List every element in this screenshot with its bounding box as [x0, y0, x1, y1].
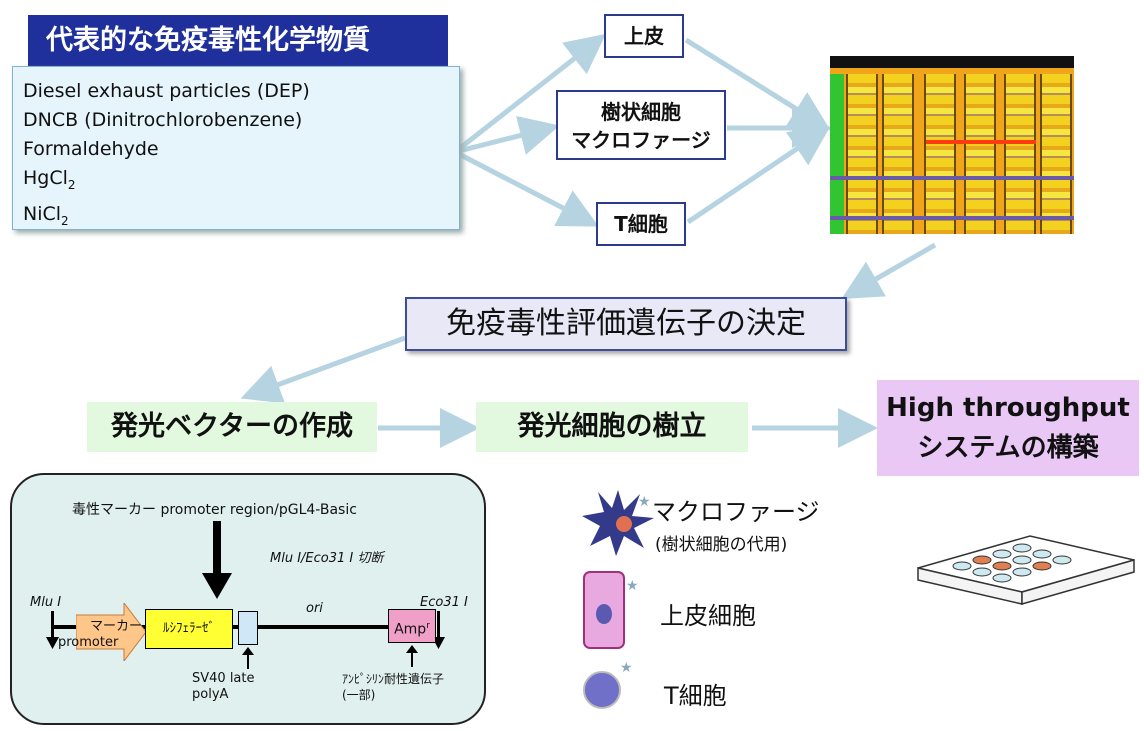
well-plate-icon [917, 535, 1135, 605]
amp-block: Ampr [388, 609, 436, 643]
chem-to-cells-arrows [240, 33, 937, 448]
legend-macrophage: マクロファージ [652, 498, 820, 526]
svg-text:★: ★ [620, 660, 633, 676]
amp-label: Amp [394, 621, 427, 638]
sv40-label-line1: SV40 late [192, 671, 255, 686]
heatmap-green-column [830, 74, 844, 234]
heatmap-column-4 [964, 74, 996, 234]
vector-map-panel: 毒性マーカー promoter region/pGL4-Basic Mlu I/… [10, 473, 486, 725]
cell-macrophage-label: マクロファージ [571, 128, 711, 152]
svg-text:★: ★ [638, 494, 651, 510]
decision-box: 免疫毒性評価遺伝子の決定 [405, 297, 847, 351]
svg-text:★: ★ [626, 578, 639, 594]
chemical-hg-text: HgCl [23, 167, 68, 189]
macrophage-icon: ★ [582, 490, 654, 556]
heatmap-column-5 [1004, 74, 1036, 234]
vector-eco-label: Eco31 I [420, 595, 468, 610]
heatmap-column-6 [1040, 74, 1072, 234]
legend-tcell: T細胞 [664, 682, 727, 710]
cell-epithelial-box: 上皮 [604, 14, 684, 58]
step-cells: 発光細胞の樹立 [476, 402, 748, 452]
chemical-item-formaldehyde: Formaldehyde [23, 138, 159, 160]
chemical-item-dncb: DNCB (Dinitrochlorobenzene) [23, 109, 303, 131]
chemical-ni-sub: 2 [61, 213, 69, 228]
chemical-hg-sub: 2 [67, 177, 76, 192]
microarray-heatmap [830, 56, 1074, 234]
amp-up-arrow-icon [406, 645, 418, 667]
chemical-item-nicl2: NiCl2 [23, 200, 459, 236]
cell-dc-macrophage-box: 樹状細胞 マクロファージ [556, 90, 726, 160]
heatmap-column-2 [882, 74, 914, 234]
tcell-icon: ★ [583, 660, 633, 709]
title-banner: 代表的な免疫毒性化学物質 [28, 15, 448, 67]
vector-ori-label: ori [306, 601, 323, 616]
heatmap-red-band [926, 140, 1036, 144]
amp-note: ｱﾝﾋﾟｼﾘﾝ耐性遺伝子 (一部) [342, 671, 444, 703]
promoter-marker-label: マーカー [90, 619, 143, 634]
sv40-up-arrow-icon [242, 647, 254, 669]
legend-macrophage-sub: (樹状細胞の代用) [655, 535, 788, 555]
sv40-block [238, 611, 258, 645]
legend-epithelial: 上皮細胞 [660, 602, 756, 630]
step-vector: 発光ベクターの作成 [87, 402, 377, 452]
vector-cut-label: Mlu I/Eco31 I 切断 [270, 551, 384, 566]
heatmap-column-3 [924, 74, 956, 234]
amp-note-line1: ｱﾝﾋﾟｼﾘﾝ耐性遺伝子 [342, 672, 445, 686]
vector-mlu-label: Mlu I [30, 595, 62, 610]
vector-header: 毒性マーカー promoter region/pGL4-Basic [72, 502, 357, 518]
epithelial-cell-icon: ★ [583, 571, 639, 649]
luciferase-block: ﾙｼﾌｪﾗｰｾﾞ [145, 609, 233, 649]
heatmap-column-1 [846, 74, 878, 234]
ht-line2: システムの構築 [917, 433, 1099, 463]
heatmap-blue-band-1 [830, 176, 1074, 180]
chemical-item-hgcl2: HgCl2 [23, 164, 459, 200]
promoter-label: promoter [58, 635, 119, 650]
cell-dc-label: 樹状細胞 [601, 100, 681, 124]
mlu-cut-arrow-icon [46, 611, 59, 649]
sv40-label: SV40 late polyA [192, 671, 255, 703]
promoter-block-icon [76, 603, 147, 661]
heatmap-top-bar [830, 56, 1074, 68]
insert-down-arrow-icon [202, 521, 232, 599]
chemical-list: Diesel exhaust particles (DEP) DNCB (Din… [12, 66, 460, 230]
cell-tcell-box: T細胞 [596, 202, 686, 246]
step-high-throughput: High throughput システムの構築 [877, 380, 1139, 476]
ht-line1: High throughput [886, 393, 1130, 423]
sv40-label-line2: polyA [192, 687, 229, 702]
amp-sup: r [426, 621, 430, 631]
chemical-item-dep: Diesel exhaust particles (DEP) [23, 80, 310, 102]
chemical-ni-text: NiCl [23, 202, 62, 225]
heatmap-blue-band-2 [830, 216, 1074, 220]
amp-note-line2: (一部) [342, 688, 376, 702]
